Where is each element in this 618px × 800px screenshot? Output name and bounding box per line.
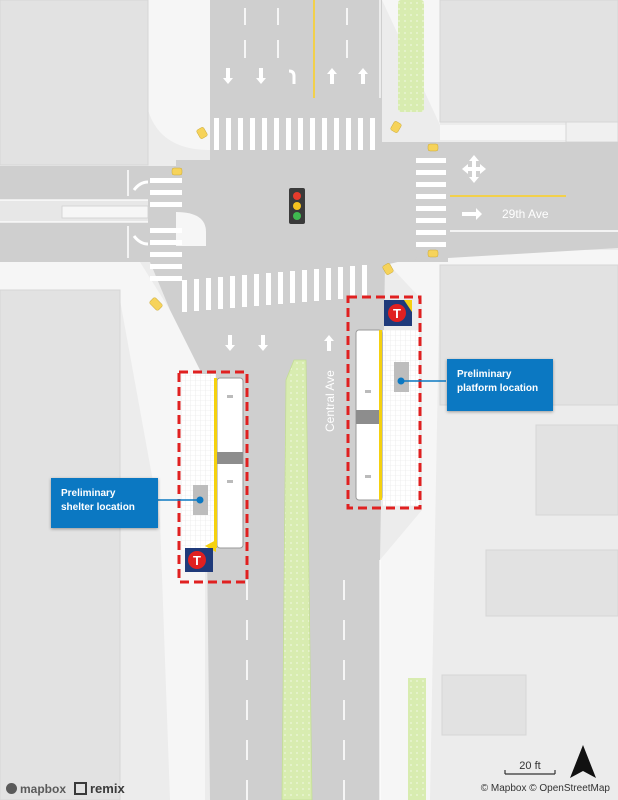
mapbox-wordmark: mapbox xyxy=(20,782,67,796)
platform-leader-dot xyxy=(397,377,405,385)
scale-label: 20 ft xyxy=(519,760,540,772)
transit-t-icon: T xyxy=(384,300,412,326)
crosswalk-south xyxy=(182,265,367,312)
bus-west xyxy=(205,377,244,552)
scale-bar: 20 ft xyxy=(504,760,556,775)
svg-text:T: T xyxy=(393,306,401,321)
traffic-signal-icon xyxy=(289,188,305,224)
callout-leaders xyxy=(158,380,446,501)
transit-t-icon: T xyxy=(185,548,213,572)
street-label-29th-ave: 29th Ave xyxy=(502,207,549,221)
lane-markings xyxy=(244,0,381,800)
mapbox-logo-icon xyxy=(6,783,17,794)
stop-area-east: T xyxy=(346,295,422,510)
street-label-central-ave: Central Ave xyxy=(323,370,337,432)
north-arrow-icon xyxy=(570,745,596,778)
remix-wordmark: remix xyxy=(90,781,125,796)
platform-callout: Preliminary platform location xyxy=(447,359,553,411)
remix-logo: remix xyxy=(74,781,125,796)
stop-boundary-west xyxy=(177,370,249,584)
crosswalk-east xyxy=(416,158,446,247)
stop-boundary-east xyxy=(346,295,422,510)
stop-area-west: T xyxy=(177,370,249,584)
platform-marker xyxy=(394,362,409,392)
four-way-arrow-icon xyxy=(462,155,486,183)
bus-east xyxy=(355,329,383,501)
map-attribution[interactable]: © Mapbox © OpenStreetMap xyxy=(480,783,610,794)
green-medians xyxy=(281,0,426,800)
svg-text:T: T xyxy=(193,553,201,568)
turn-arrow-icon xyxy=(132,69,296,246)
crosswalk-north xyxy=(214,118,375,150)
shelter-callout: Preliminary shelter location xyxy=(51,478,158,528)
remix-logo-icon xyxy=(74,782,87,795)
crosswalk-west xyxy=(150,178,182,281)
shelter-leader-dot xyxy=(196,496,204,504)
lane-arrow-icon xyxy=(223,68,482,351)
mapbox-logo: mapbox xyxy=(6,782,66,796)
left-approach xyxy=(0,170,206,258)
curb-ramps xyxy=(149,121,439,311)
